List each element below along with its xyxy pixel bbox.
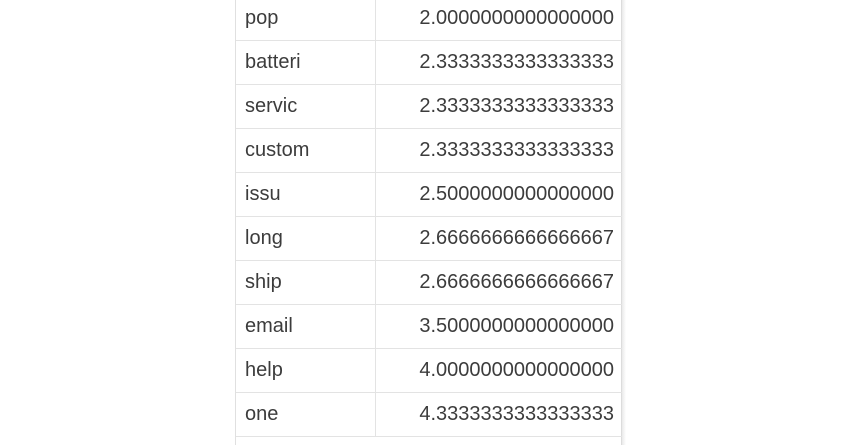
table-row[interactable]: long 2.6666666666666667 [236,216,622,261]
value-cell[interactable]: 2.3333333333333333 [375,40,622,85]
value-cell[interactable]: 2.5000000000000000 [375,172,622,217]
term-cell[interactable]: custom [236,128,376,173]
table-row[interactable]: custom 2.3333333333333333 [236,128,622,173]
table-row[interactable]: issu 2.5000000000000000 [236,172,622,217]
value-cell[interactable]: 2.6666666666666667 [375,216,622,261]
value-cell[interactable]: 2.6666666666666667 [375,260,622,305]
term-cell[interactable]: long [236,216,376,261]
term-cell[interactable]: ship [236,260,376,305]
term-cell[interactable]: servic [236,84,376,129]
term-cell[interactable]: batteri [236,40,376,85]
table-row[interactable]: servic 2.3333333333333333 [236,84,622,129]
table-row[interactable]: ship 2.6666666666666667 [236,260,622,305]
table-row[interactable]: batteri 2.3333333333333333 [236,40,622,85]
term-cell[interactable]: email [236,304,376,349]
value-cell[interactable]: 3.5000000000000000 [375,304,622,349]
scroll-edge-shadow [622,0,626,445]
term-cell[interactable]: help [236,348,376,393]
value-cell[interactable]: 4.0000000000000000 [375,348,622,393]
table-row[interactable]: email 3.5000000000000000 [236,304,622,349]
value-cell[interactable]: 2.0000000000000000 [375,0,622,41]
results-table: pop 2.0000000000000000 batteri 2.3333333… [236,0,622,437]
value-cell[interactable]: 2.3333333333333333 [375,84,622,129]
table-row[interactable]: help 4.0000000000000000 [236,348,622,393]
value-cell[interactable]: 4.3333333333333333 [375,392,622,437]
term-cell[interactable]: issu [236,172,376,217]
term-cell[interactable]: one [236,392,376,437]
value-cell[interactable]: 2.3333333333333333 [375,128,622,173]
term-cell[interactable]: pop [236,0,376,41]
table-row[interactable]: one 4.3333333333333333 [236,392,622,437]
results-grid: pop 2.0000000000000000 batteri 2.3333333… [235,0,622,445]
table-row[interactable]: pop 2.0000000000000000 [236,0,622,41]
